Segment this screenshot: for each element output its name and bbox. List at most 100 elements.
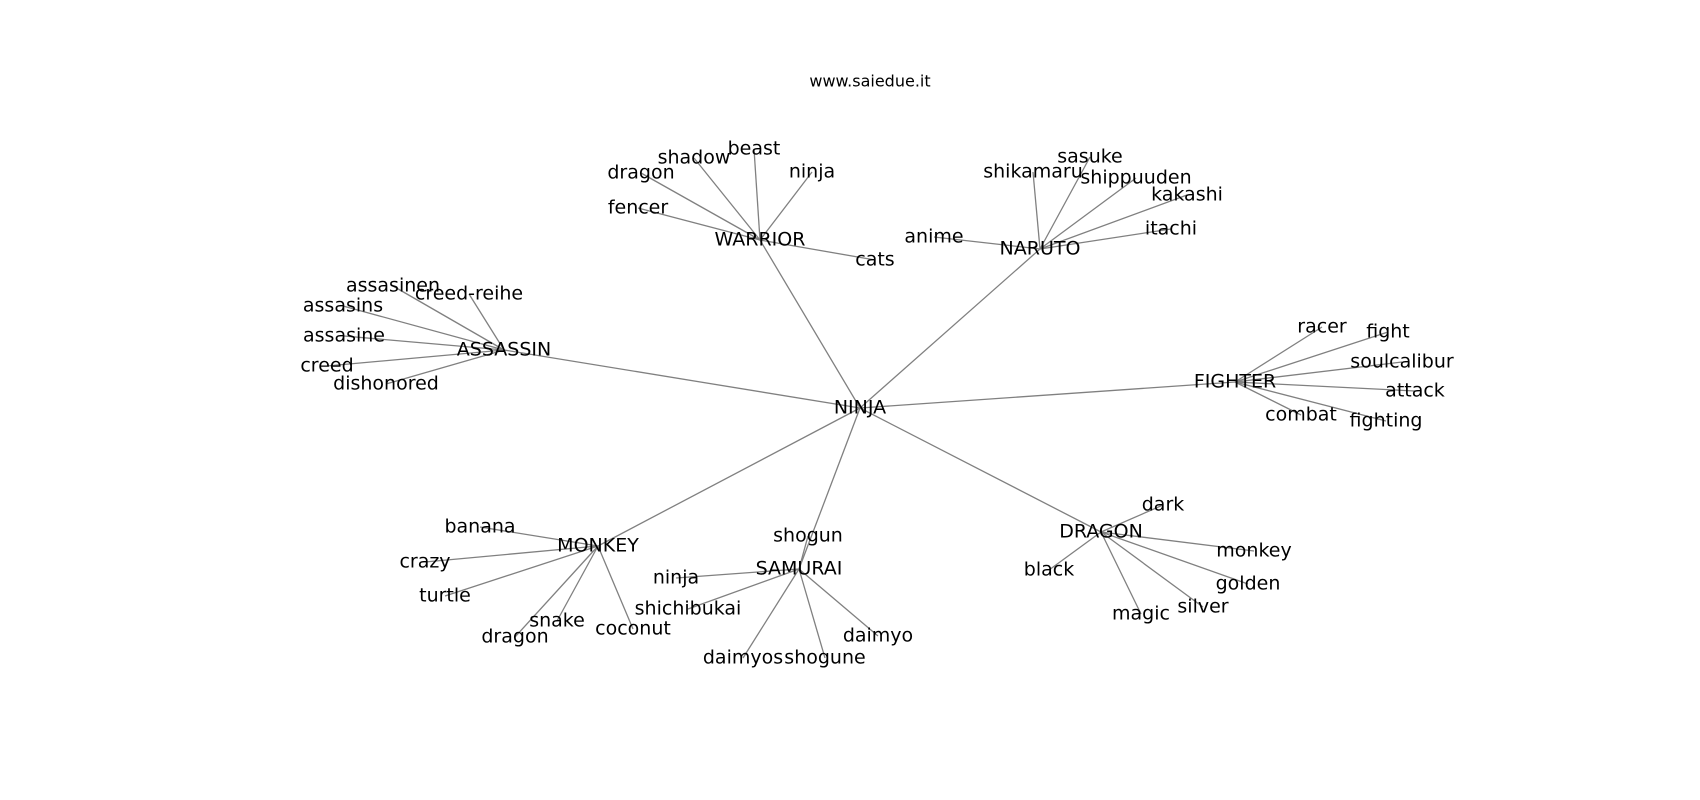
edges-layer <box>326 148 1416 659</box>
edge-warrior-leaf <box>759 171 813 241</box>
edge-naruto-leaf <box>1032 171 1041 250</box>
leaf-node-label: shichibukai <box>635 598 742 620</box>
edge-naruto-leaf <box>1039 177 1137 250</box>
edge-fighter-leaf <box>1234 331 1389 383</box>
leaf-node-label: turtle <box>419 585 471 607</box>
edge-samurai-leaf <box>742 568 800 659</box>
hub-node-label-dragon: DRAGON <box>1059 521 1143 543</box>
edge-warrior-leaf <box>759 239 876 261</box>
leaf-node-label: itachi <box>1145 218 1197 240</box>
leaf-node-label: magic <box>1112 603 1170 625</box>
leaf-node-label: assasine <box>303 325 385 347</box>
edge-root-samurai <box>798 407 861 570</box>
leaf-node-label: dishonored <box>333 373 439 395</box>
edge-samurai-leaf <box>675 568 800 579</box>
leaf-node-label: kakashi <box>1151 184 1223 206</box>
leaf-node-label: sasuke <box>1057 146 1123 168</box>
edge-assassin-leaf <box>343 335 505 351</box>
leaf-node-label: fencer <box>608 197 669 219</box>
hub-node-label-warrior: WARRIOR <box>715 229 806 251</box>
hub-node-label-monkey: MONKEY <box>557 535 639 557</box>
edge-monkey-leaf <box>444 545 599 597</box>
edge-root-dragon <box>859 407 1102 533</box>
edge-dragon-leaf <box>1100 531 1204 608</box>
edge-assassin-leaf <box>326 349 505 367</box>
leaf-node-label: monkey <box>1216 540 1291 562</box>
leaf-node-label: beast <box>728 138 781 160</box>
edge-dragon-leaf <box>1100 531 1142 615</box>
leaf-node-label: dragon <box>607 162 674 184</box>
edge-monkey-leaf <box>514 545 599 638</box>
edge-assassin-leaf <box>385 349 505 385</box>
edge-fighter-leaf <box>1234 381 1416 392</box>
edge-naruto-leaf <box>1039 156 1091 250</box>
leaf-node-label: silver <box>1177 596 1228 618</box>
hub-node-label-assassin: ASSASSIN <box>457 339 551 361</box>
leaf-node-label: snake <box>529 610 585 632</box>
leaf-node-label: daimyos <box>703 647 783 669</box>
edge-fighter-leaf <box>1234 381 1387 422</box>
leaf-node-label: anime <box>904 226 963 248</box>
leaf-node-label: ninja <box>789 161 835 183</box>
leaf-node-label: banana <box>444 516 515 538</box>
edge-naruto-leaf <box>933 236 1041 250</box>
edge-dragon-leaf <box>1100 531 1255 552</box>
edge-fighter-leaf <box>1234 326 1323 383</box>
edge-monkey-leaf <box>479 526 599 547</box>
leaf-node-label: coconut <box>595 618 671 640</box>
edge-warrior-leaf <box>693 157 761 241</box>
leaf-node-label: dragon <box>481 626 548 648</box>
leaf-node-label: creed <box>300 355 353 377</box>
leaf-node-label: crazy <box>399 551 450 573</box>
hub-node-label-samurai: SAMURAI <box>756 558 843 580</box>
edge-root-naruto <box>859 248 1041 409</box>
leaf-node-label: dark <box>1142 494 1185 516</box>
leaf-node-label: fight <box>1366 321 1410 343</box>
leaf-node-label: shogun <box>773 525 843 547</box>
leaf-node-label: daimyo <box>843 625 913 647</box>
edge-root-assassin <box>503 349 861 409</box>
leaf-node-label: soulcalibur <box>1350 351 1454 373</box>
leaf-node-label: cats <box>855 249 894 271</box>
hub-node-label-naruto: NARUTO <box>1000 238 1081 260</box>
leaf-node-label: ninja <box>653 567 699 589</box>
leaf-node-label: combat <box>1265 404 1337 426</box>
edge-dragon-leaf <box>1100 531 1249 585</box>
edge-naruto-leaf <box>1039 228 1172 250</box>
leaf-node-label: shippuuden <box>1080 167 1191 189</box>
edge-samurai-leaf <box>798 535 809 570</box>
edge-dragon-leaf <box>1100 504 1164 533</box>
leaf-node-label: assasins <box>303 295 383 317</box>
edge-assassin-leaf <box>468 293 505 351</box>
root-node-label: NINJA <box>834 397 886 419</box>
edge-samurai-leaf <box>687 568 800 610</box>
edge-assassin-leaf <box>392 285 505 351</box>
edge-samurai-leaf <box>798 568 826 659</box>
leaf-node-label: shogune <box>784 647 865 669</box>
edge-warrior-leaf <box>640 172 761 241</box>
watermark-text: www.saiedue.it <box>809 72 930 91</box>
edge-root-fighter <box>859 381 1236 409</box>
leaf-node-label: attack <box>1385 380 1445 402</box>
edge-root-warrior <box>759 239 861 409</box>
edge-fighter-leaf <box>1234 361 1403 383</box>
leaf-node-label: shadow <box>658 147 731 169</box>
leaf-node-label: assasinen <box>346 275 440 297</box>
edge-fighter-leaf <box>1234 381 1302 416</box>
edge-warrior-leaf <box>637 207 761 241</box>
leaf-node-label: black <box>1024 559 1074 581</box>
edge-monkey-leaf <box>556 545 599 622</box>
leaf-node-label: creed-reihe <box>415 283 523 305</box>
leaf-node-label: shikamaru <box>983 161 1083 183</box>
edge-monkey-leaf <box>424 545 599 563</box>
edge-naruto-leaf <box>1039 194 1188 250</box>
edge-samurai-leaf <box>798 568 879 637</box>
edge-monkey-leaf <box>597 545 634 630</box>
leaf-node-label: golden <box>1216 573 1281 595</box>
edge-root-monkey <box>597 407 861 547</box>
leaf-node-label: racer <box>1297 316 1347 338</box>
leaf-node-label: fighting <box>1350 410 1423 432</box>
edge-warrior-leaf <box>753 148 761 241</box>
